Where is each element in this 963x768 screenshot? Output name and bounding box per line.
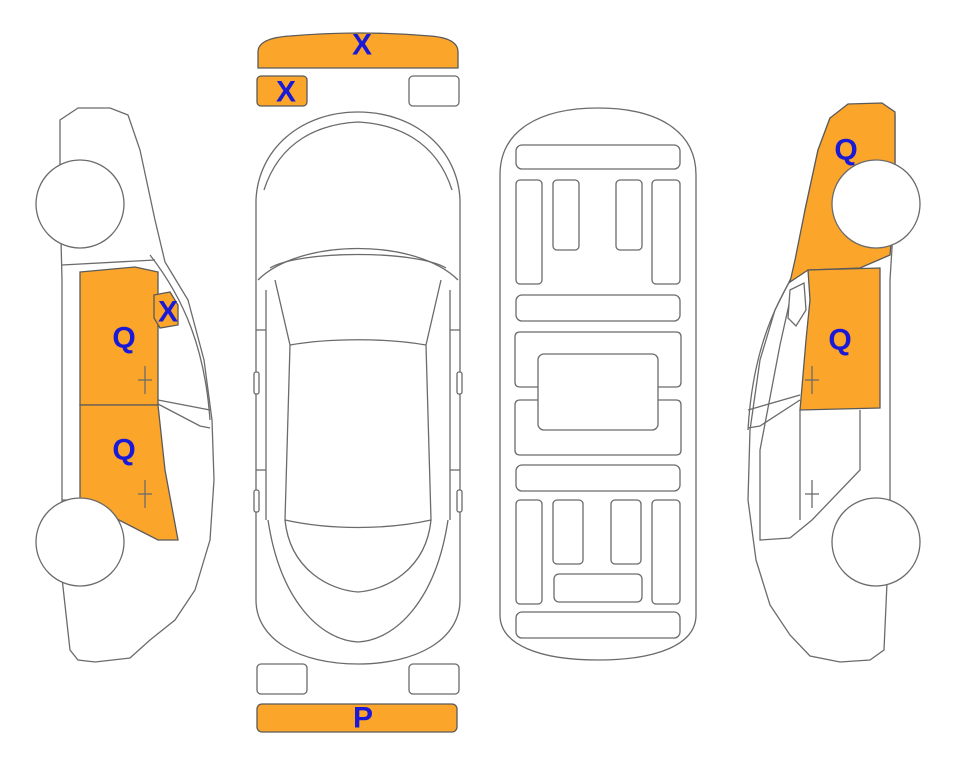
front-bumper-label: X — [352, 29, 372, 62]
rear-bumper-panel[interactable] — [256, 703, 458, 733]
rear-right-lamp-panel[interactable] — [408, 663, 460, 695]
left-mirror-panel[interactable] — [153, 291, 179, 329]
front-bumper-panel[interactable] — [257, 32, 459, 69]
front-left-lamp-label: X — [276, 76, 296, 109]
left-rear-wheel — [35, 497, 125, 587]
left-side-view — [35, 107, 215, 663]
right-rear-door-panel[interactable] — [799, 267, 881, 411]
front-right-lamp-panel[interactable] — [408, 75, 460, 107]
right-side-view — [747, 102, 921, 663]
rear-left-lamp-panel[interactable] — [256, 663, 308, 695]
left-rear-door-label: Q — [112, 434, 135, 467]
left-mirror-label: X — [158, 296, 178, 329]
left-front-wheel — [35, 159, 125, 249]
right-rear-wheel — [831, 159, 921, 249]
right-rear-door-label: Q — [828, 324, 851, 357]
top-view-car — [253, 111, 463, 665]
rear-bumper-label: P — [353, 702, 373, 735]
left-front-door-panel[interactable] — [79, 266, 159, 406]
right-rear-quarter-label: Q — [834, 134, 857, 167]
underbody-view — [499, 107, 697, 661]
right-front-wheel — [831, 497, 921, 587]
left-front-door-label: Q — [112, 322, 135, 355]
front-left-lamp-panel[interactable] — [256, 75, 308, 107]
